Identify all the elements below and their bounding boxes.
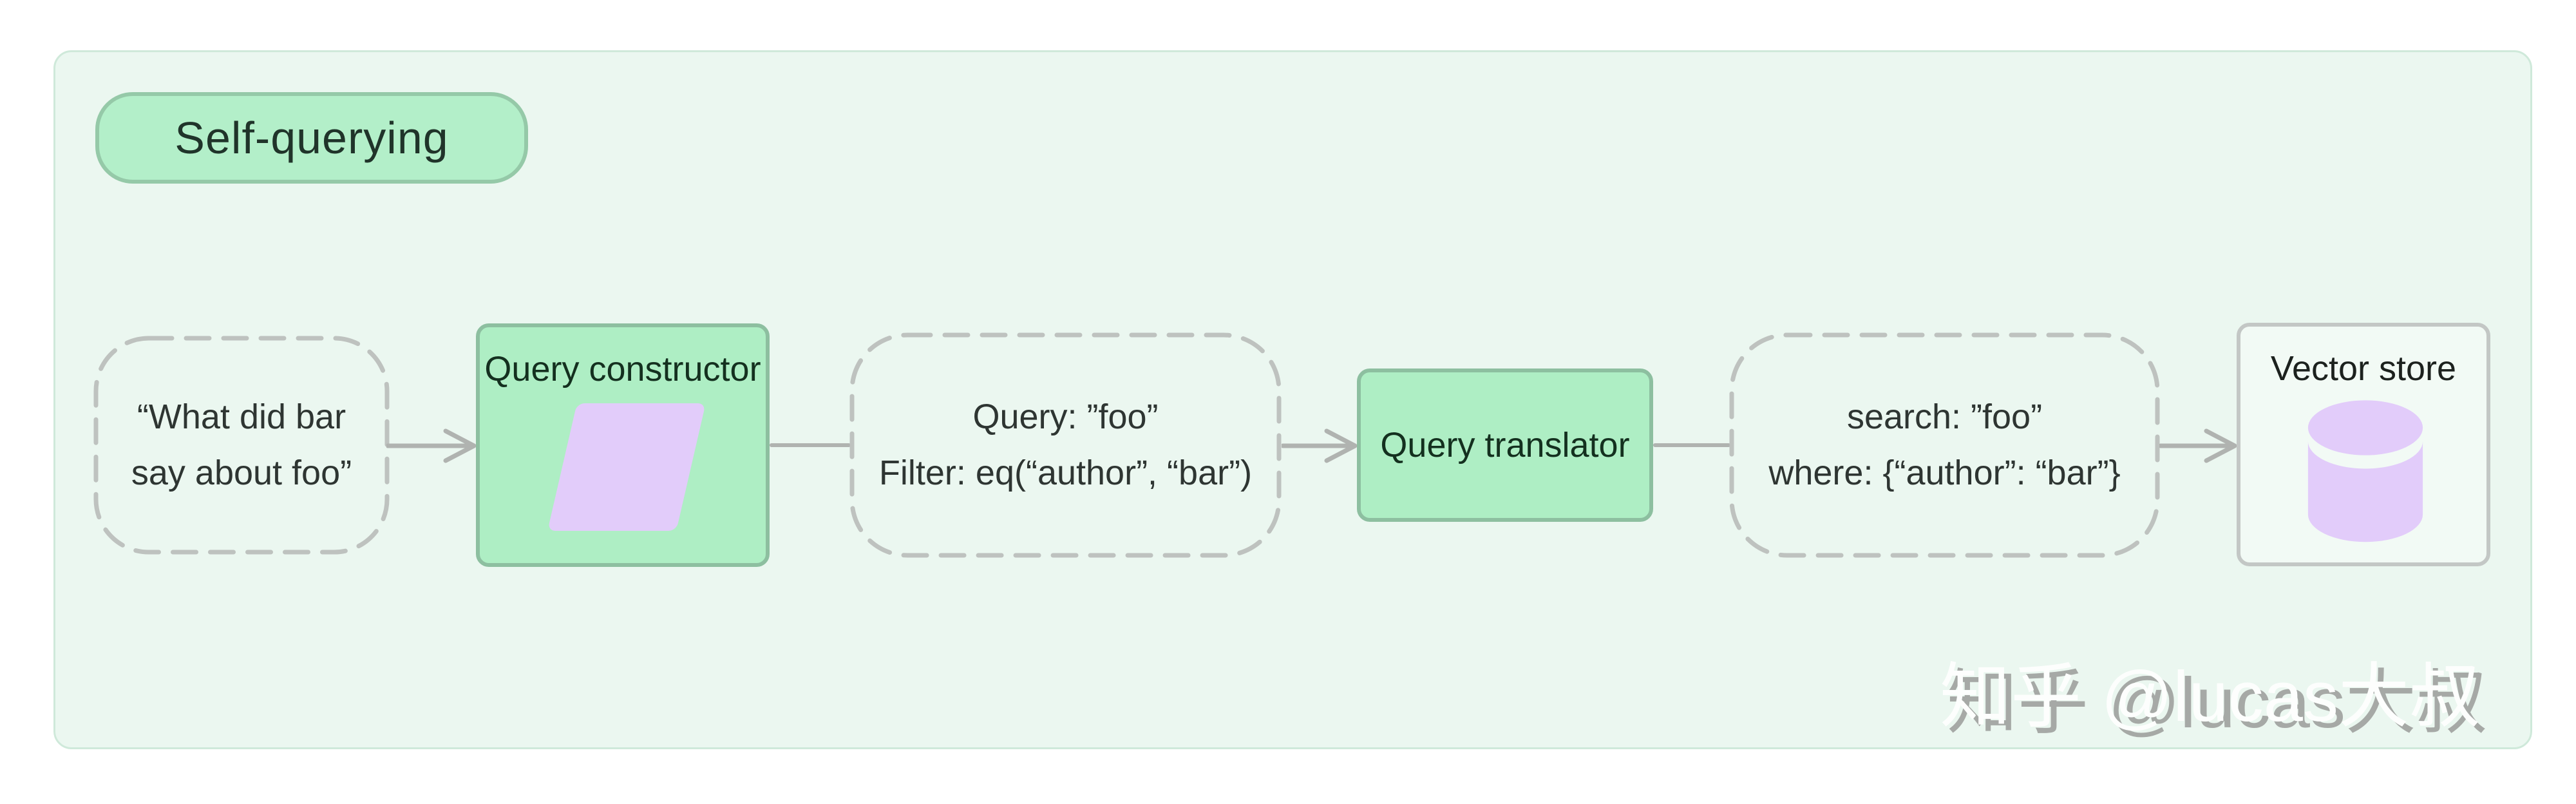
translated-query-line1: search: ”foo” — [1846, 397, 2043, 436]
structured-query-line2: Filter: eq(“author”, “bar”) — [878, 454, 1253, 492]
translated-query-line2: where: {“author”: “bar”} — [1768, 454, 2121, 492]
parallelogram-icon — [547, 403, 706, 531]
connector-input-to-constructor — [386, 428, 477, 463]
query-translator-label: Query translator — [1380, 426, 1630, 464]
node-query-constructor: Query constructor — [476, 323, 770, 567]
connector-translated-to-store — [2159, 428, 2237, 463]
node-query-translator: Query translator — [1357, 368, 1653, 522]
node-translated-query: search: ”foo” where: {“author”: “bar”} — [1729, 332, 2160, 558]
input-question-text: “What did bar say about foo” — [93, 336, 390, 555]
dashed-border — [1729, 332, 2160, 558]
connector-constructor-to-structured — [770, 443, 851, 447]
diagram-title-badge: Self-querying — [95, 92, 528, 184]
diagram-panel: Self-querying “What did bar say about fo… — [53, 50, 2532, 749]
input-question-line1: “What did bar — [137, 397, 346, 436]
node-vector-store: Vector store — [2237, 323, 2490, 566]
translated-query-text: search: ”foo” where: {“author”: “bar”} — [1729, 332, 2160, 558]
node-input-question: “What did bar say about foo” — [93, 336, 390, 555]
node-structured-query: Query: ”foo” Filter: eq(“author”, “bar”) — [849, 332, 1282, 558]
diagram-title: Self-querying — [175, 113, 449, 163]
watermark: 知乎 @lucas大叔 — [1939, 657, 2480, 736]
structured-query-line1: Query: ”foo” — [972, 397, 1159, 436]
input-question-line2: say about foo” — [131, 454, 352, 492]
query-constructor-label: Query constructor — [484, 350, 761, 388]
structured-query-text: Query: ”foo” Filter: eq(“author”, “bar”) — [849, 332, 1282, 558]
dashed-border — [849, 332, 1282, 558]
connector-structured-to-translator — [1282, 428, 1358, 463]
vector-store-label: Vector store — [2270, 349, 2457, 388]
database-icon — [2307, 400, 2423, 542]
connector-translator-to-translated — [1653, 443, 1730, 447]
